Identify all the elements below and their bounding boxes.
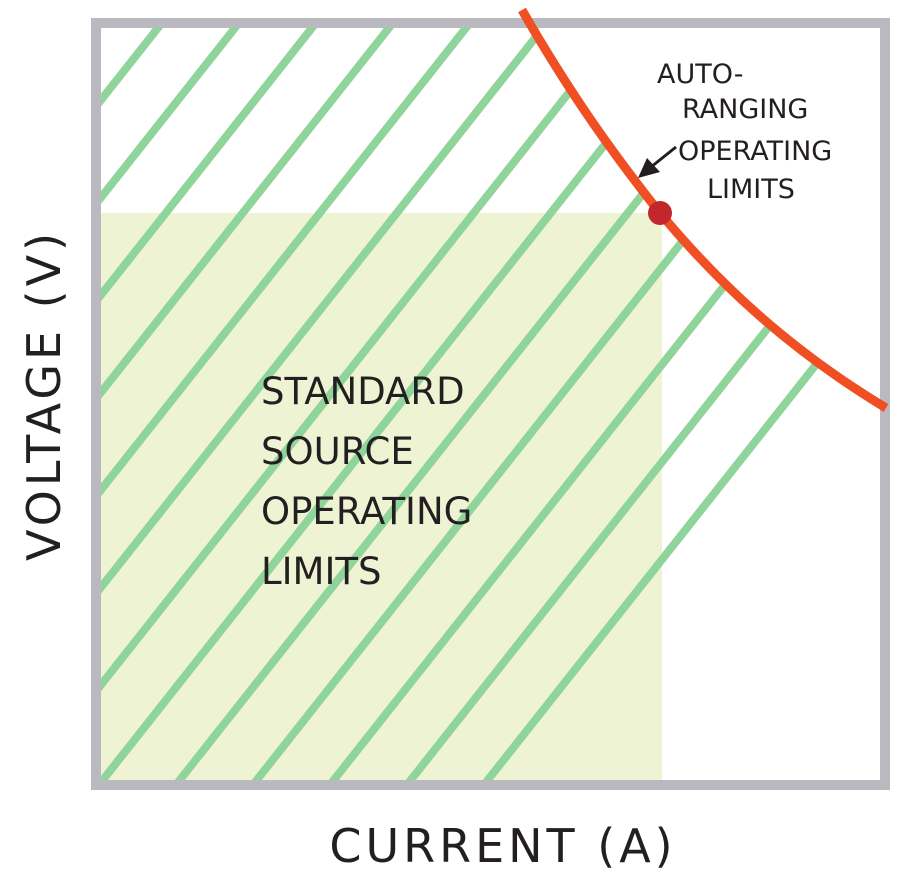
hatch-line	[101, 28, 492, 780]
standard-label-line: SOURCE	[261, 430, 414, 473]
standard-limit-corner-point	[648, 201, 672, 225]
arrow-icon	[638, 145, 677, 178]
standard-operating-region	[101, 213, 662, 780]
hatch-line	[101, 28, 415, 780]
hatch-line	[391, 28, 880, 780]
hatch-line	[101, 28, 646, 780]
x-axis-label: CURRENT (A)	[329, 819, 676, 873]
autoranging-label-line: RANGING	[682, 94, 808, 125]
autoranging-label-line: OPERATING	[678, 136, 832, 167]
standard-label-line: LIMITS	[261, 550, 381, 593]
hatch-line	[101, 28, 569, 780]
hatch-line	[101, 28, 338, 780]
autoranging-label-line: LIMITS	[707, 174, 795, 205]
y-axis-label: VOLTAGE (V)	[17, 229, 71, 561]
standard-label-line: STANDARD	[261, 370, 465, 413]
autoranging-label-line: AUTO-	[657, 59, 743, 90]
standard-label-line: OPERATING	[261, 490, 472, 533]
hatch-line	[468, 28, 880, 780]
hatch-line	[101, 28, 261, 780]
